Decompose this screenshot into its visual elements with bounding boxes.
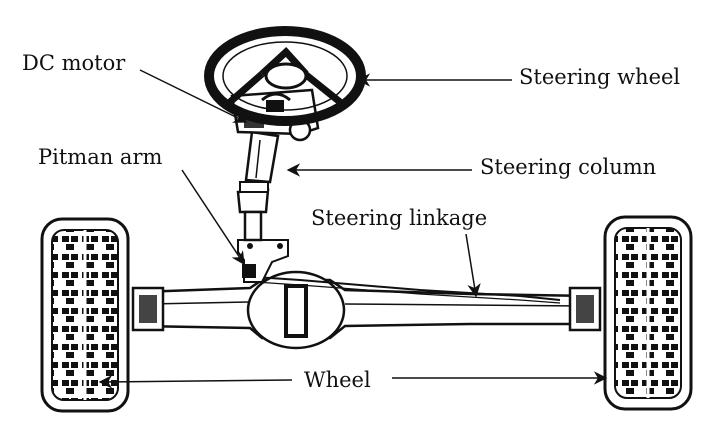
steering-wheel <box>204 26 366 126</box>
label-steering-column: Steering column <box>480 155 657 179</box>
leader-steering-linkage <box>465 233 481 298</box>
label-pitman-arm: Pitman arm <box>38 145 163 169</box>
leader-dc-motor <box>139 69 248 123</box>
label-wheel: Wheel <box>304 368 371 392</box>
leader-wheel-left <box>98 375 293 389</box>
label-steering-wheel: Steering wheel <box>519 65 681 89</box>
label-dc-motor: DC motor <box>22 51 126 75</box>
axle-beam <box>131 278 602 340</box>
steering-linkage-bar <box>254 276 561 304</box>
differential-housing <box>246 270 346 350</box>
label-steering-linkage: Steering linkage <box>311 206 488 230</box>
steering-column <box>236 130 280 242</box>
leader-pitman-arm <box>181 169 245 266</box>
right-wheel <box>603 215 693 411</box>
leader-lines <box>98 69 608 389</box>
left-wheel <box>40 217 130 413</box>
